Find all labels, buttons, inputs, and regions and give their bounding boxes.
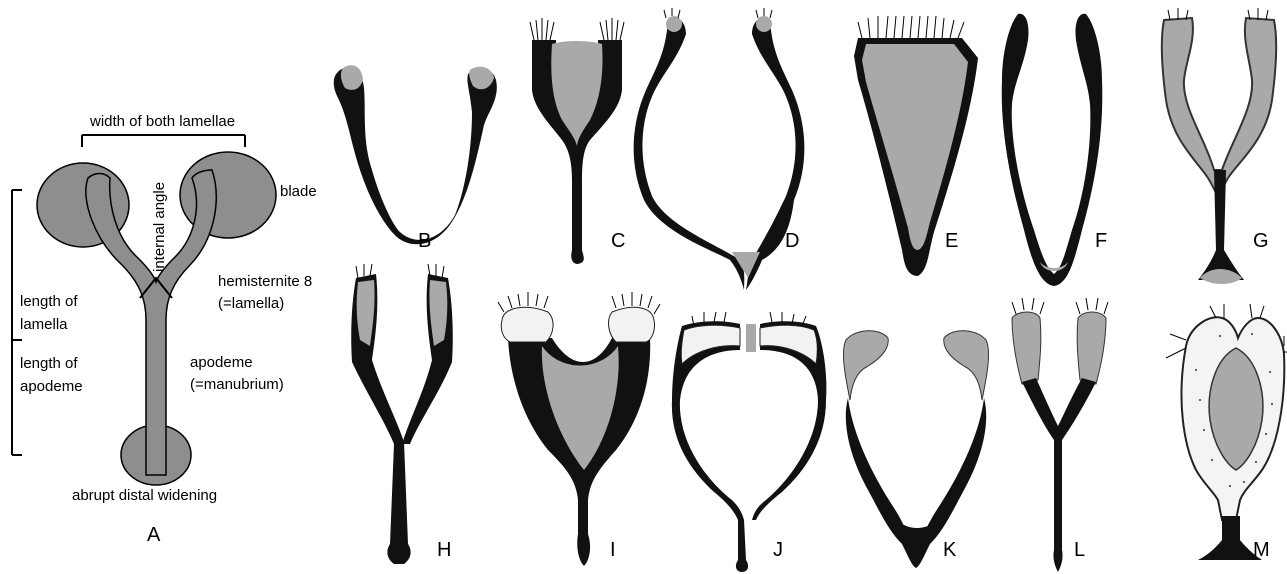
panel-k: K (843, 331, 988, 568)
panel-f: F (1002, 14, 1107, 286)
label-blade: blade (280, 183, 317, 200)
panel-c: C (530, 18, 625, 264)
panel-letter-b: B (418, 230, 431, 252)
panel-letter-g: G (1253, 230, 1269, 252)
label-lamella: lamella (20, 316, 68, 333)
label-length-of-1: length of (20, 293, 78, 310)
panel-letter-m: M (1253, 539, 1270, 561)
panel-letter-i: I (610, 539, 616, 561)
panel-letter-d: D (785, 230, 799, 252)
label-apodeme-length: apodeme (20, 378, 83, 395)
panel-letter-h: H (437, 539, 451, 561)
panel-letter-j: J (773, 539, 783, 561)
panel-j: J (672, 312, 827, 572)
panel-b: B (334, 65, 497, 252)
panel-i: I (498, 292, 660, 566)
panel-letter-e: E (945, 230, 958, 252)
label-apodeme: apodeme (190, 354, 253, 371)
label-width-of-both-lamellae: width of both lamellae (89, 113, 235, 130)
width-bracket (82, 135, 245, 147)
label-abrupt-distal-widening: abrupt distal widening (72, 487, 217, 504)
panel-letter-f: F (1095, 230, 1107, 252)
panel-letter-a: A (147, 524, 161, 546)
panel-h: H (351, 264, 453, 564)
panel-letter-k: K (943, 539, 957, 561)
panel-g: G (1162, 8, 1276, 284)
panel-d: D (634, 8, 805, 290)
panel-letter-c: C (611, 230, 625, 252)
label-hemisternite-8: hemisternite 8 (218, 273, 312, 290)
label-lamella-alt: (=lamella) (218, 295, 284, 312)
label-length-of-2: length of (20, 355, 78, 372)
panel-l: L (1012, 298, 1108, 572)
label-manubrium-alt: (=manubrium) (190, 376, 284, 393)
label-internal-angle: internal angle (151, 182, 168, 272)
panel-letter-l: L (1074, 539, 1085, 561)
panel-m: M (1166, 304, 1287, 561)
panel-e: E (854, 16, 978, 276)
panel-a: width of both lamellae internal angle bl… (12, 113, 317, 546)
